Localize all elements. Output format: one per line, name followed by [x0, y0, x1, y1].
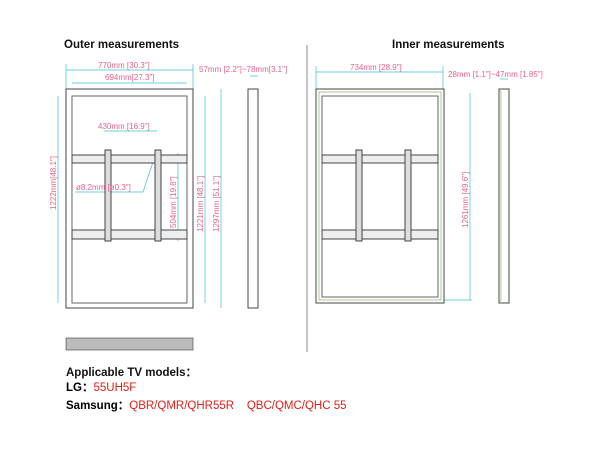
- outer-inner-width-label: 694mm[27.3"]: [105, 73, 155, 82]
- vertical-spacing-label: 504mm [19.8"]: [169, 176, 178, 228]
- lg-label: LG：: [66, 382, 94, 394]
- outer-height-label: 1297mm [51.1"]: [212, 176, 221, 232]
- outer-width-label: 770mm [30.3"]: [98, 61, 150, 70]
- inner-frame: [315, 88, 510, 304]
- outer-inner-height-label: 1221mm [48.1"]: [196, 176, 205, 232]
- hole-spacing-label: 430mm [16.9"]: [98, 122, 150, 131]
- inner-height-label: 1261mm [49.6"]: [461, 172, 470, 228]
- hole-diameter-label: ø8.2mm [ø0.3"]: [76, 183, 131, 192]
- inner-depth-label: 28mm [1.1"]~47mm [1.85"]: [448, 70, 543, 79]
- lg-models: 55UH5F: [93, 382, 137, 394]
- left-height-label: 1222mm[48.1"]: [49, 156, 58, 210]
- samsung-label: Samsung：: [66, 400, 130, 412]
- samsung-models: QBR/QMR/QHR55R QBC/QMC/QHC 55: [129, 400, 347, 412]
- outer-title: Outer measurements: [64, 39, 180, 51]
- inner-width-label: 734mm [28.9"]: [350, 63, 402, 72]
- inner-title: Inner measurements: [392, 39, 505, 51]
- samsung-row: Samsung：QBR/QMR/QHR55R QBC/QMC/QHC 55: [66, 397, 347, 413]
- mount-bar: [65, 337, 194, 351]
- outer-depth-label: 57mm [2.2"]~78mm[3.1"]: [199, 65, 287, 74]
- outer-frame: [65, 88, 259, 309]
- lg-row: LG：55UH5F: [66, 379, 136, 395]
- models-heading: Applicable TV models：: [66, 367, 197, 379]
